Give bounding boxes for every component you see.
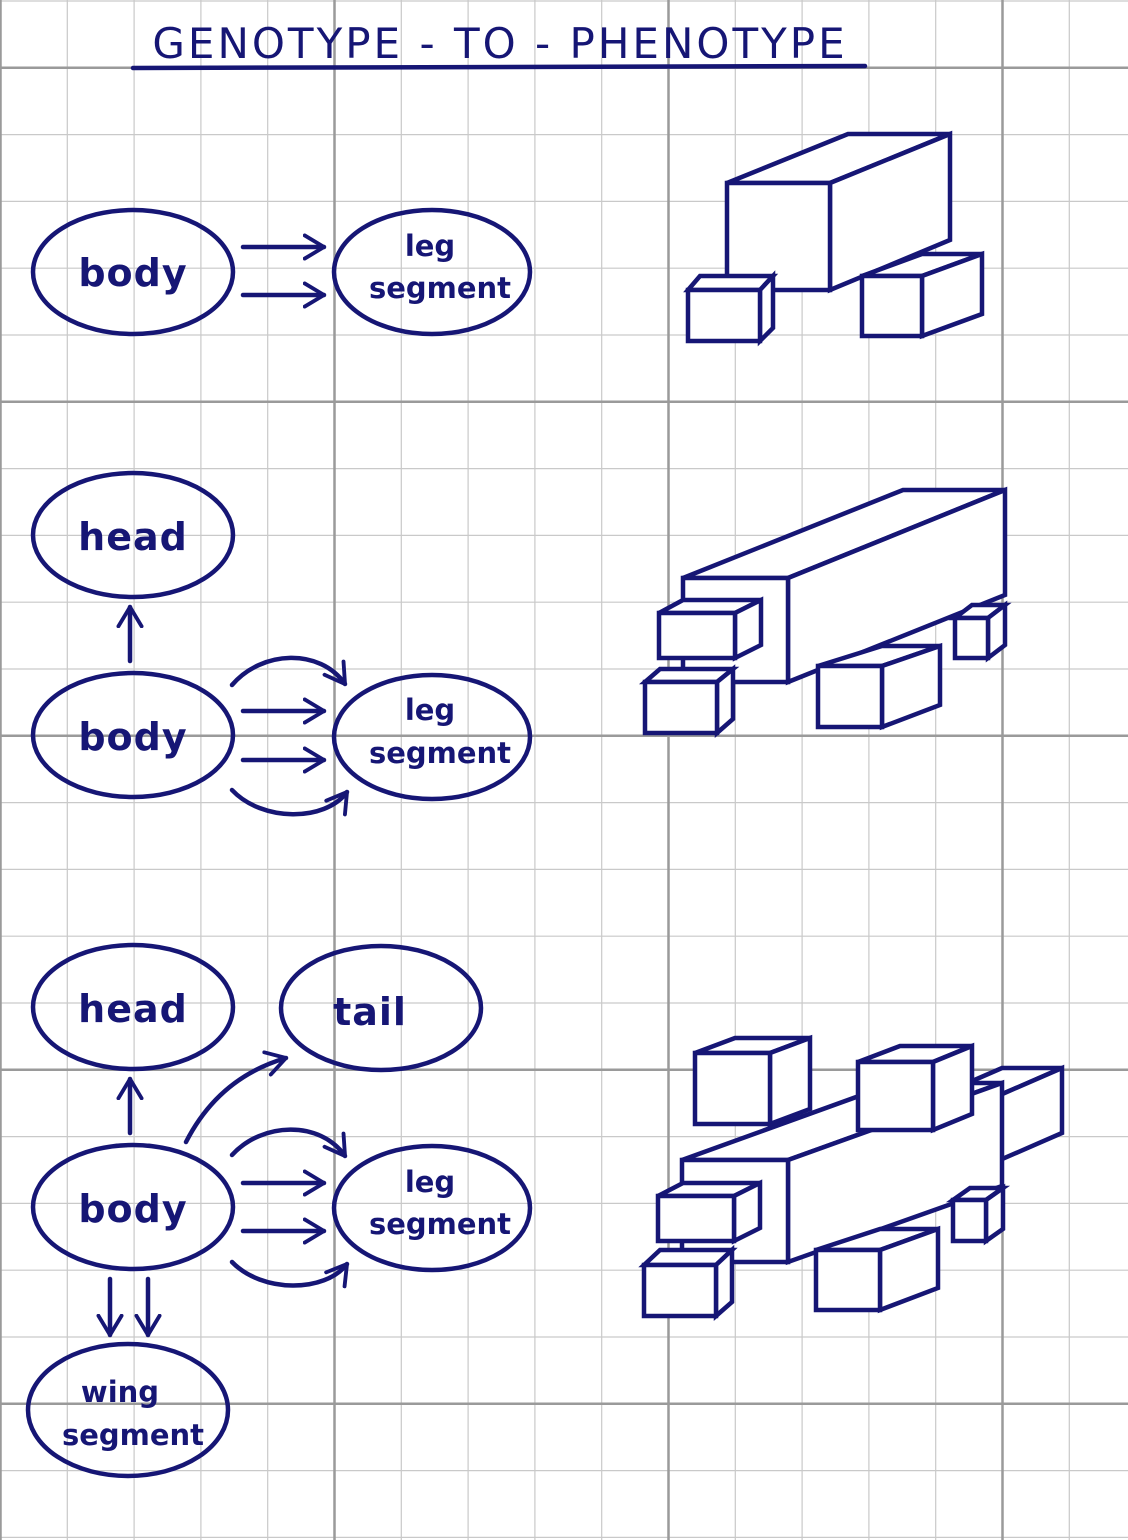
node-body-label: body bbox=[78, 251, 187, 295]
node-leg-segment bbox=[331, 207, 533, 337]
node-body bbox=[30, 207, 236, 337]
node-head-label: head bbox=[78, 987, 188, 1031]
panel-1-genotype: body leg segment bbox=[30, 207, 533, 337]
leg-block bbox=[859, 250, 985, 340]
title-group: GENOTYPE - TO - PHENOTYPE bbox=[130, 19, 868, 71]
arrow-body-to-leg bbox=[229, 655, 348, 688]
node-leg-label-1: leg bbox=[405, 1165, 455, 1199]
wing-block bbox=[692, 1034, 813, 1128]
node-leg-segment bbox=[331, 672, 533, 802]
node-leg-label-2: segment bbox=[369, 736, 511, 770]
leg-block bbox=[948, 600, 1012, 663]
panel-2-genotype: head body leg segment bbox=[30, 470, 533, 817]
panel-3-phenotype bbox=[638, 1034, 1065, 1321]
leg-block bbox=[945, 1183, 1011, 1246]
leg-block bbox=[638, 1244, 738, 1321]
leg-block bbox=[683, 270, 779, 347]
node-wing-label-2: segment bbox=[62, 1418, 204, 1452]
node-body-label: body bbox=[78, 1187, 187, 1231]
arrow-body-to-leg bbox=[229, 1259, 350, 1289]
node-leg-label-1: leg bbox=[405, 693, 455, 727]
leg-block bbox=[638, 664, 740, 738]
node-wing-label-1: wing bbox=[81, 1375, 159, 1409]
panel-1-phenotype bbox=[683, 130, 985, 347]
leg-block bbox=[815, 642, 943, 731]
panel-2-phenotype bbox=[638, 486, 1012, 738]
node-leg-label-2: segment bbox=[369, 271, 511, 305]
arrow-body-to-leg bbox=[229, 1127, 348, 1159]
node-body bbox=[30, 670, 236, 800]
node-head bbox=[30, 470, 236, 600]
body-block bbox=[680, 486, 1008, 686]
page-title: GENOTYPE - TO - PHENOTYPE bbox=[152, 19, 847, 68]
arrow-body-to-tail bbox=[183, 1050, 289, 1145]
head-block bbox=[655, 1179, 763, 1245]
node-head-label: head bbox=[78, 515, 188, 559]
arrow-body-to-leg bbox=[229, 787, 350, 817]
node-leg-label-1: leg bbox=[405, 229, 455, 263]
panel-3-genotype: head tail body leg segment wing segment bbox=[25, 942, 533, 1479]
title-underline bbox=[130, 63, 868, 71]
node-head bbox=[30, 942, 236, 1072]
head-block bbox=[656, 596, 764, 662]
node-leg-segment bbox=[331, 1143, 533, 1273]
node-leg-label-2: segment bbox=[369, 1207, 511, 1241]
leg-block bbox=[813, 1225, 941, 1314]
node-body-label: body bbox=[78, 715, 187, 759]
node-tail-label: tail bbox=[333, 990, 407, 1034]
node-body bbox=[30, 1142, 236, 1272]
wing-block bbox=[855, 1042, 975, 1134]
node-tail bbox=[278, 943, 484, 1073]
body-block bbox=[724, 130, 953, 294]
node-wing-segment bbox=[25, 1341, 231, 1479]
